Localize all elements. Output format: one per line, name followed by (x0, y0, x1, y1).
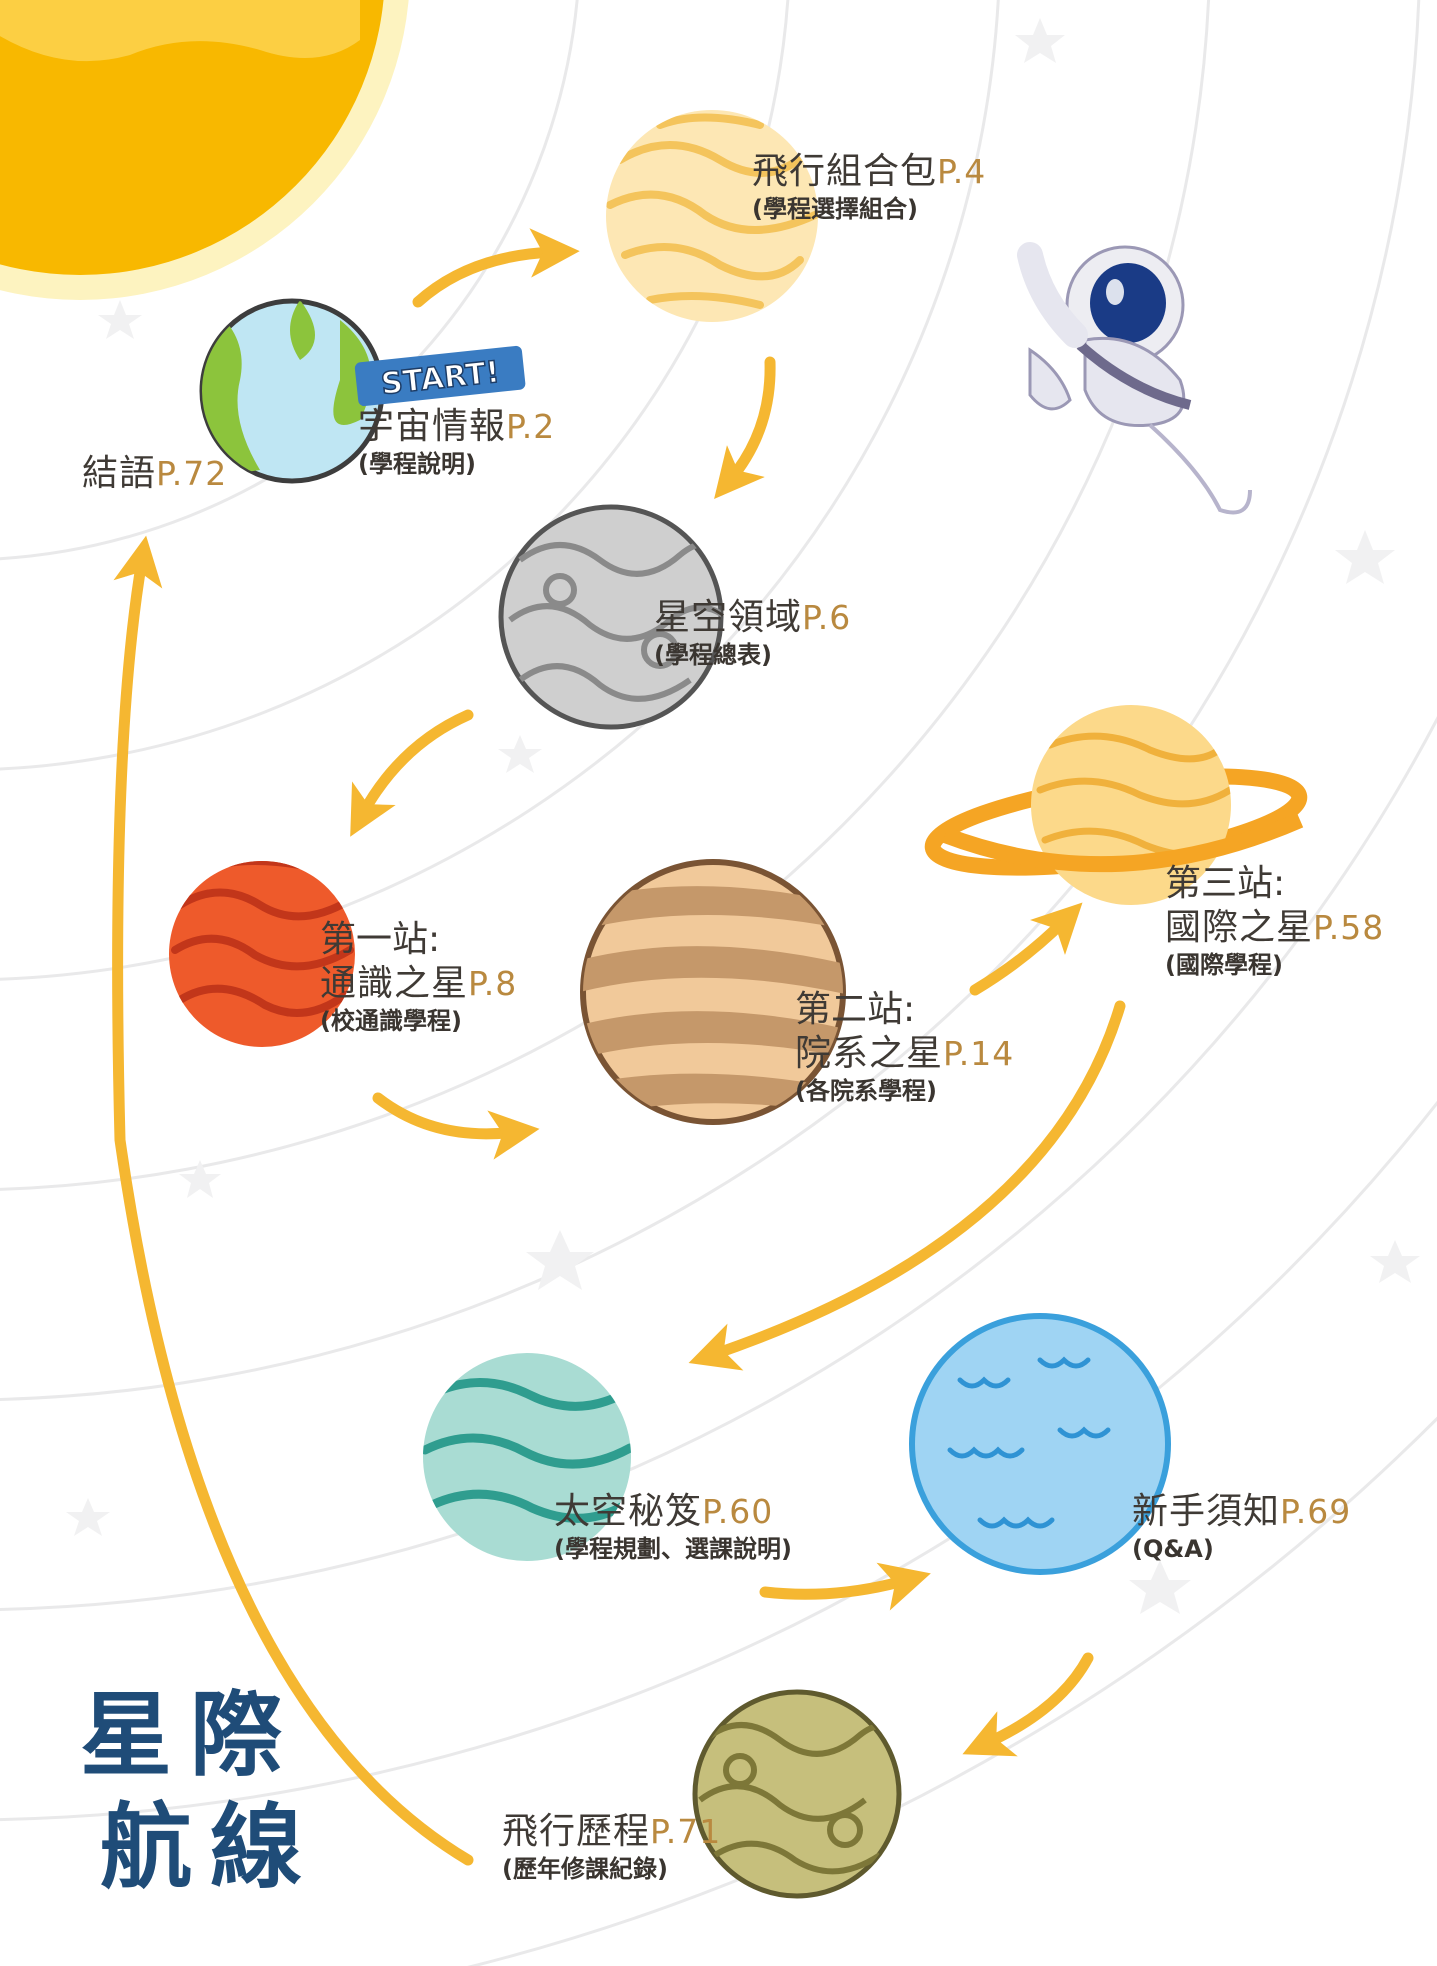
stop-space-secrets[interactable]: 太空秘笈P.60 (學程規劃、選課說明) (554, 1490, 792, 1564)
flight-pack-planet (606, 110, 818, 322)
heading-line-1: 星際 (80, 1682, 301, 1789)
stop-title: 太空秘笈 (554, 1491, 703, 1532)
stop-subtitle: (國際學程) (1165, 951, 1283, 979)
stop-subtitle: (學程說明) (358, 450, 476, 478)
start-badge: START! (354, 345, 526, 407)
stop-flight-history[interactable]: 飛行歷程P.71 (歷年修課紀錄) (502, 1810, 721, 1884)
stop-title: 飛行組合包 (752, 151, 938, 192)
stop-title: 國際之星 (1165, 907, 1314, 948)
international-planet (924, 705, 1308, 905)
stop-station-3[interactable]: 第三站: 國際之星P.58 (國際學程) (1165, 862, 1384, 980)
stop-title: 新手須知 (1132, 1491, 1281, 1532)
stop-subtitle: (學程規劃、選課說明) (554, 1535, 792, 1563)
station-label: 第二站: (795, 989, 916, 1030)
page-number: P.58 (1313, 908, 1385, 947)
stop-station-2[interactable]: 第二站: 院系之星P.14 (各院系學程) (795, 988, 1014, 1106)
stop-subtitle: (校通識學程) (320, 1007, 462, 1035)
stop-title: 院系之星 (795, 1033, 944, 1074)
page-number: P.4 (937, 152, 987, 191)
stop-station-1[interactable]: 第一站: 通識之星P.8 (校通識學程) (320, 918, 517, 1036)
stop-subtitle: (各院系學程) (795, 1077, 937, 1105)
page-number: P.14 (943, 1034, 1015, 1073)
page-number: P.72 (156, 454, 228, 493)
stop-subtitle: (歷年修課紀錄) (502, 1855, 668, 1883)
route-arrows (112, 228, 1126, 1866)
page-heading: 星際 航線 (80, 1680, 320, 1904)
page-number: P.60 (702, 1492, 774, 1531)
stop-title: 飛行歷程 (502, 1811, 651, 1852)
stop-title: 星空領域 (654, 597, 803, 638)
stop-subtitle: (Q&A) (1132, 1535, 1214, 1563)
station-label: 第一站: (320, 919, 441, 960)
department-planet (580, 859, 846, 1125)
stop-subtitle: (學程總表) (654, 641, 772, 669)
stop-title: 通識之星 (320, 963, 469, 1004)
stop-conclusion[interactable]: 結語P.72 (82, 452, 227, 496)
flight-history-planet (692, 1689, 902, 1899)
sun (0, 0, 409, 300)
page-number: P.6 (802, 598, 852, 637)
station-label: 第三站: (1165, 863, 1286, 904)
background-stars (66, 18, 1420, 1614)
stop-starry-domain[interactable]: 星空領域P.6 (學程總表) (654, 596, 851, 670)
heading-line-2: 航線 (100, 1794, 321, 1901)
page-number: P.2 (506, 407, 556, 446)
stop-flight-pack[interactable]: 飛行組合包P.4 (學程選擇組合) (752, 150, 986, 224)
stop-cosmos-info[interactable]: 宇宙情報P.2 (學程說明) (358, 405, 555, 479)
newbie-notes-planet (909, 1313, 1171, 1575)
page-number: P.71 (650, 1812, 722, 1851)
stop-subtitle: (學程選擇組合) (752, 195, 918, 223)
stop-title: 宇宙情報 (358, 406, 507, 447)
starry-domain-planet (498, 504, 724, 730)
stop-title: 結語 (82, 453, 157, 494)
astronaut-illustration (1017, 242, 1252, 515)
page-number: P.8 (468, 964, 518, 1003)
space-secrets-planet (423, 1353, 631, 1561)
page-number: P.69 (1280, 1492, 1352, 1531)
stop-newbie-notes[interactable]: 新手須知P.69 (Q&A) (1132, 1490, 1351, 1564)
